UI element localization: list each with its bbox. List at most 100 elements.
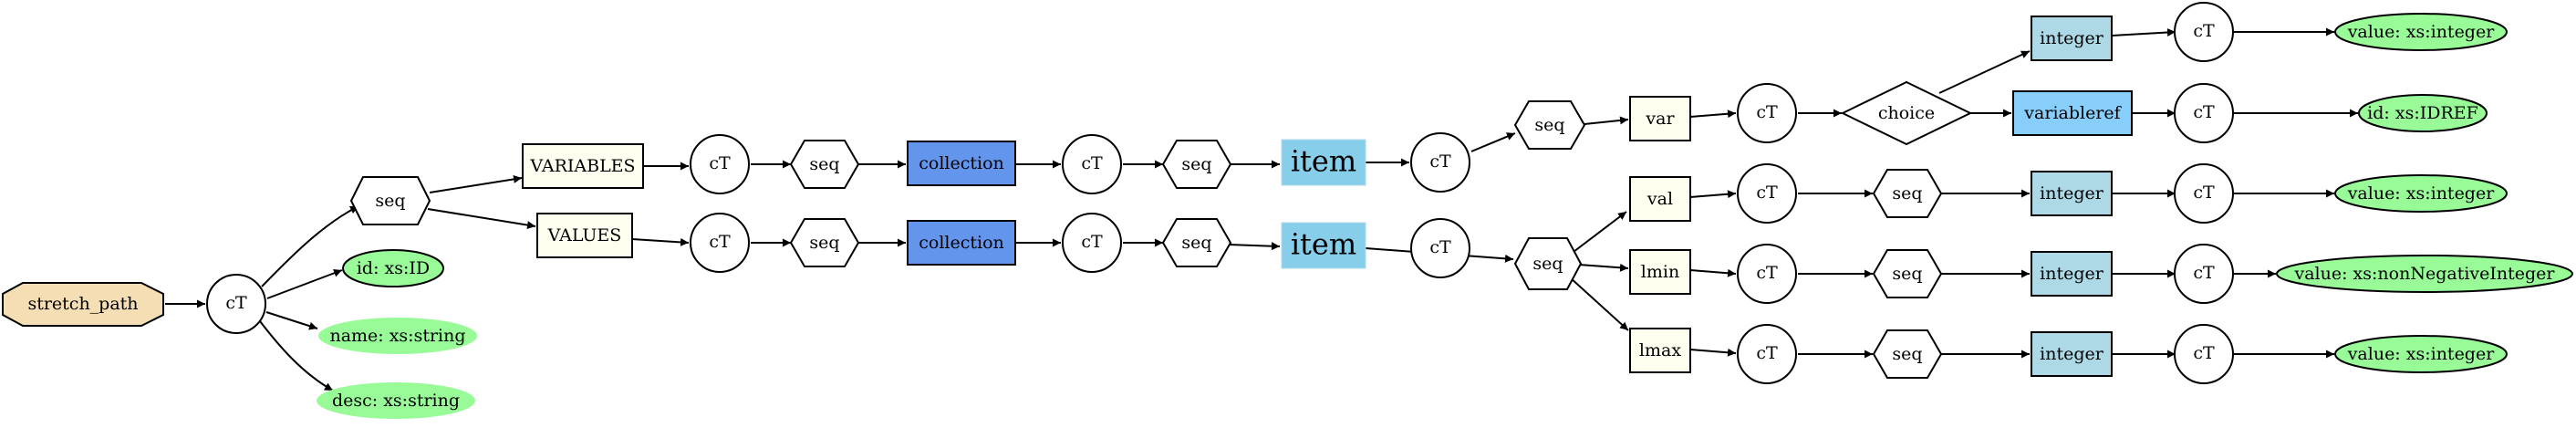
element-integer-node[interactable]: integer	[2031, 16, 2113, 61]
element-label: lmax	[1639, 340, 1681, 360]
attribute-label: name: xs:string	[329, 326, 465, 346]
ct-label: cT	[2193, 21, 2215, 41]
element-label: VALUES	[547, 225, 622, 245]
element-label: collection	[919, 153, 1004, 173]
edge	[1689, 348, 1737, 357]
sequence-node[interactable]: seq	[1513, 100, 1586, 150]
complex-type-node[interactable]: cT	[206, 274, 266, 334]
sequence-node[interactable]: seq	[1161, 140, 1232, 189]
edge	[1569, 277, 1629, 331]
edge	[265, 311, 318, 330]
complex-type-node[interactable]: cT	[2174, 244, 2234, 304]
element-label: item	[1291, 227, 1356, 262]
element-integer-node[interactable]: integer	[2031, 171, 2113, 216]
seq-label: seq	[1532, 254, 1563, 274]
complex-type-node[interactable]: cT	[1062, 213, 1122, 273]
complex-type-node[interactable]: cT	[2174, 2, 2234, 62]
ct-label: cT	[225, 293, 247, 313]
sequence-node[interactable]: seq	[1513, 237, 1583, 290]
complex-type-node[interactable]: cT	[690, 213, 750, 273]
element-label: integer	[2040, 183, 2104, 204]
sequence-node[interactable]: seq	[1872, 169, 1943, 218]
element-label: integer	[2040, 344, 2104, 364]
seq-label: seq	[1181, 154, 1211, 174]
attribute-label: id: xs:IDREF	[2367, 103, 2478, 123]
complex-type-node[interactable]: cT	[1410, 132, 1470, 193]
attribute-idref-node[interactable]: id: xs:IDREF	[2358, 94, 2488, 132]
seq-label: seq	[375, 191, 405, 211]
edge	[1689, 268, 1737, 277]
attribute-desc-node[interactable]: desc: xs:string	[317, 382, 475, 419]
edge	[266, 268, 343, 299]
attribute-name-node[interactable]: name: xs:string	[318, 318, 477, 354]
seq-label: seq	[809, 233, 839, 253]
complex-type-node[interactable]: cT	[2174, 163, 2234, 224]
complex-type-node[interactable]: cT	[1062, 134, 1122, 194]
edge	[631, 237, 690, 246]
element-item-node[interactable]: item	[1281, 222, 1366, 269]
sequence-node[interactable]: seq	[789, 218, 860, 267]
seq-label: seq	[1892, 183, 1922, 204]
element-lmax-node[interactable]: lmax	[1629, 328, 1691, 373]
seq-label: seq	[809, 154, 839, 174]
element-label: collection	[919, 233, 1004, 253]
element-variables-node[interactable]: VARIABLES	[522, 143, 644, 189]
element-label: lmin	[1641, 262, 1679, 282]
complex-type-node[interactable]: cT	[1737, 324, 1797, 384]
sequence-node[interactable]: seq	[1161, 218, 1232, 267]
element-item-node[interactable]: item	[1281, 139, 1366, 186]
complex-type-node[interactable]: cT	[1737, 244, 1797, 304]
complex-type-node[interactable]: cT	[2174, 83, 2234, 143]
complex-type-node[interactable]: cT	[1737, 83, 1797, 143]
element-val-node[interactable]: val	[1629, 176, 1691, 222]
element-collection-node[interactable]: collection	[907, 220, 1016, 266]
complex-type-node[interactable]: cT	[1737, 163, 1797, 224]
sequence-node[interactable]: seq	[1872, 249, 1943, 298]
edge	[1689, 190, 1737, 199]
ct-label: cT	[709, 153, 731, 173]
choice-node[interactable]: choice	[1840, 80, 1973, 146]
element-collection-node[interactable]: collection	[907, 141, 1016, 186]
ct-label: cT	[1081, 153, 1103, 173]
complex-type-node[interactable]: cT	[1410, 218, 1470, 278]
edge	[2111, 28, 2176, 37]
element-integer-node[interactable]: integer	[2031, 251, 2113, 297]
element-values-node[interactable]: VALUES	[536, 213, 633, 258]
attribute-label: value: xs:integer	[2347, 22, 2496, 42]
complex-type-node[interactable]: cT	[690, 134, 750, 194]
attribute-label: value: xs:integer	[2347, 183, 2496, 204]
complex-type-node[interactable]: cT	[2174, 324, 2234, 384]
root-node[interactable]: stretch_path	[2, 282, 164, 327]
sequence-node[interactable]: seq	[789, 140, 860, 189]
ct-label: cT	[1429, 237, 1451, 257]
edge	[1470, 132, 1516, 152]
attribute-value-node[interactable]: value: xs:integer	[2334, 335, 2508, 373]
sequence-node[interactable]: seq	[1872, 329, 1943, 379]
edge	[1584, 116, 1629, 125]
ct-label: cT	[1429, 151, 1451, 172]
ct-label: cT	[2193, 183, 2215, 203]
element-label: integer	[2040, 28, 2104, 48]
element-variableref-node[interactable]: variableref	[2012, 90, 2133, 136]
element-integer-node[interactable]: integer	[2031, 331, 2113, 377]
attribute-label: value: xs:nonNegativeInteger	[2294, 264, 2556, 284]
element-label: item	[1291, 144, 1356, 179]
attribute-value-node[interactable]: value: xs:integer	[2334, 13, 2508, 51]
attribute-label: id: xs:ID	[357, 258, 430, 278]
edge	[1578, 263, 1629, 272]
element-lmin-node[interactable]: lmin	[1629, 249, 1691, 295]
attribute-value-node[interactable]: value: xs:nonNegativeInteger	[2276, 255, 2573, 293]
attribute-id-node[interactable]: id: xs:ID	[342, 249, 444, 287]
element-label: var	[1645, 109, 1675, 129]
edge	[1689, 110, 1737, 119]
sequence-node[interactable]: seq	[349, 176, 431, 225]
element-var-node[interactable]: var	[1629, 96, 1691, 141]
seq-label: seq	[1181, 233, 1211, 253]
ct-label: cT	[1756, 183, 1778, 203]
element-label: variableref	[2023, 103, 2122, 123]
edge	[259, 320, 334, 391]
edge	[1938, 50, 2031, 94]
attribute-value-node[interactable]: value: xs:integer	[2334, 174, 2508, 213]
element-label: integer	[2040, 264, 2104, 284]
